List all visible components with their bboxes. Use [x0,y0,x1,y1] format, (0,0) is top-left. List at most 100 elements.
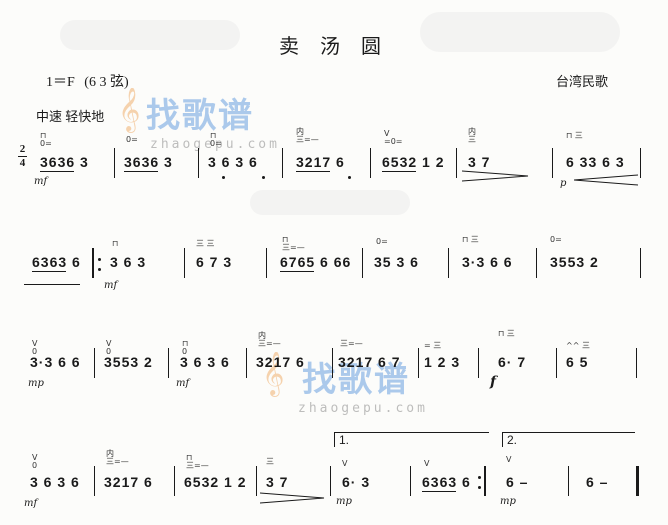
dynamic-marking: mf [34,176,48,187]
barline [362,248,363,278]
paper-smudge [250,190,410,215]
staff-line-2: 6363 6 ⊓ 3 6 3 mf 三 三 6 7 3 ⊓三=— 6765 6 … [0,236,668,300]
beam-line [280,271,314,272]
bow-mark: 0= [376,237,388,246]
bow-mark: 三 三 [196,239,215,248]
measure: 6363 6 [32,254,81,270]
measure: 6 – [586,474,609,490]
barline [418,348,419,378]
bow-mark: ⊓ 三 [498,329,515,338]
time-signature-bottom: 4 [19,157,26,169]
measure: 3·3 6 6 [462,254,513,270]
second-ending-bracket: 2. [502,432,635,447]
key-signature: 1＝F (6 3 弦) [46,71,129,91]
decrescendo-hairpin [260,492,325,504]
bow-mark: 内三=— [258,331,281,348]
bow-mark: 内三=— [106,449,129,466]
measure: 3 6 3 6 [208,154,258,170]
decrescendo-hairpin [462,170,529,182]
measure: 3 7 [468,154,491,170]
measure: 6532 1 2 [382,154,445,170]
repeat-barline [484,466,486,496]
measure: 6 33 6 3 [566,154,625,170]
measure: 6532 1 2 [184,474,247,490]
measure: 6· 7 [498,354,527,370]
measure: 3 7 [266,474,289,490]
bow-mark: 内三 [468,127,476,144]
barline [456,148,457,178]
measure: 6 7 3 [196,254,233,270]
measure: 3·3 6 6 [30,354,81,370]
beam-line [32,271,66,272]
barline [568,466,569,496]
beam-line [296,171,330,172]
bow-mark: ⊓0= [40,131,52,148]
measure: 6· 3 [342,474,371,490]
barline [94,348,95,378]
song-origin: 台湾民歌 [556,74,609,89]
measure: 6 – [506,474,529,490]
barline [552,148,553,178]
octave-dot [262,176,265,179]
bow-mark: V [424,459,430,468]
staff-line-1: ⊓0= 3636 3 mf 0= 3636 3 ⊓0= 3 6 3 6 内三=—… [0,128,668,200]
bow-mark: ⊓三=— [282,235,305,252]
treble-clef-icon: 𝄞 [262,353,285,395]
barline [478,348,479,378]
bow-mark: 0= [126,135,138,144]
barline [448,248,449,278]
dynamic-marking: p [560,178,567,189]
bow-mark: V [506,455,512,464]
measure: 3217 6 [296,154,345,170]
bow-mark: ⊓ 三 [462,235,479,244]
watermark-text: 找歌谱 [146,96,254,136]
time-signature-top: 2 [19,143,26,155]
barline [168,348,169,378]
measure: 3553 2 [104,354,153,370]
barline [410,466,411,496]
barline [330,466,331,496]
barline [332,348,333,378]
final-barline [636,466,639,496]
watermark-text: 找歌谱 [302,360,410,400]
beam-line [124,171,158,172]
barline [640,148,641,178]
dynamic-marking: mp [28,378,44,389]
bow-mark: 内三=— [296,127,319,144]
bow-mark: ⊓三=— [186,453,209,470]
octave-dot [222,176,225,179]
bow-mark: 0= [550,235,562,244]
measure: 3 6 3 6 [180,354,230,370]
measure: 3636 3 [124,154,173,170]
paper-smudge [60,20,240,50]
bow-mark: 三=— [340,339,363,348]
barline [636,348,637,378]
page-title: 卖 汤 圆 [279,36,389,58]
dynamic-marking: mp [500,496,516,507]
bow-mark: V=0= [384,129,403,146]
barline [370,148,371,178]
barline [198,148,199,178]
barline [114,148,115,178]
barline [94,466,95,496]
treble-clef-icon: 𝄞 [118,89,141,131]
repeat-barline [92,248,94,278]
barline [640,248,641,278]
dynamic-marking: f [490,374,497,390]
measure: 3 6 3 6 [30,474,80,490]
octave-dot [348,176,351,179]
measure: 6 5 [566,354,589,370]
measure: 3553 2 [550,254,599,270]
barline [282,148,283,178]
measure: 6363 6 [422,474,471,490]
bow-mark: ⊓ [112,239,119,248]
beam-line [40,171,74,172]
bow-mark: ⊓ 三 [566,131,583,140]
barline [536,248,537,278]
barline [266,248,267,278]
bow-mark: ⊓0= [210,131,222,148]
tuning-label: (6 3 弦) [84,75,129,90]
